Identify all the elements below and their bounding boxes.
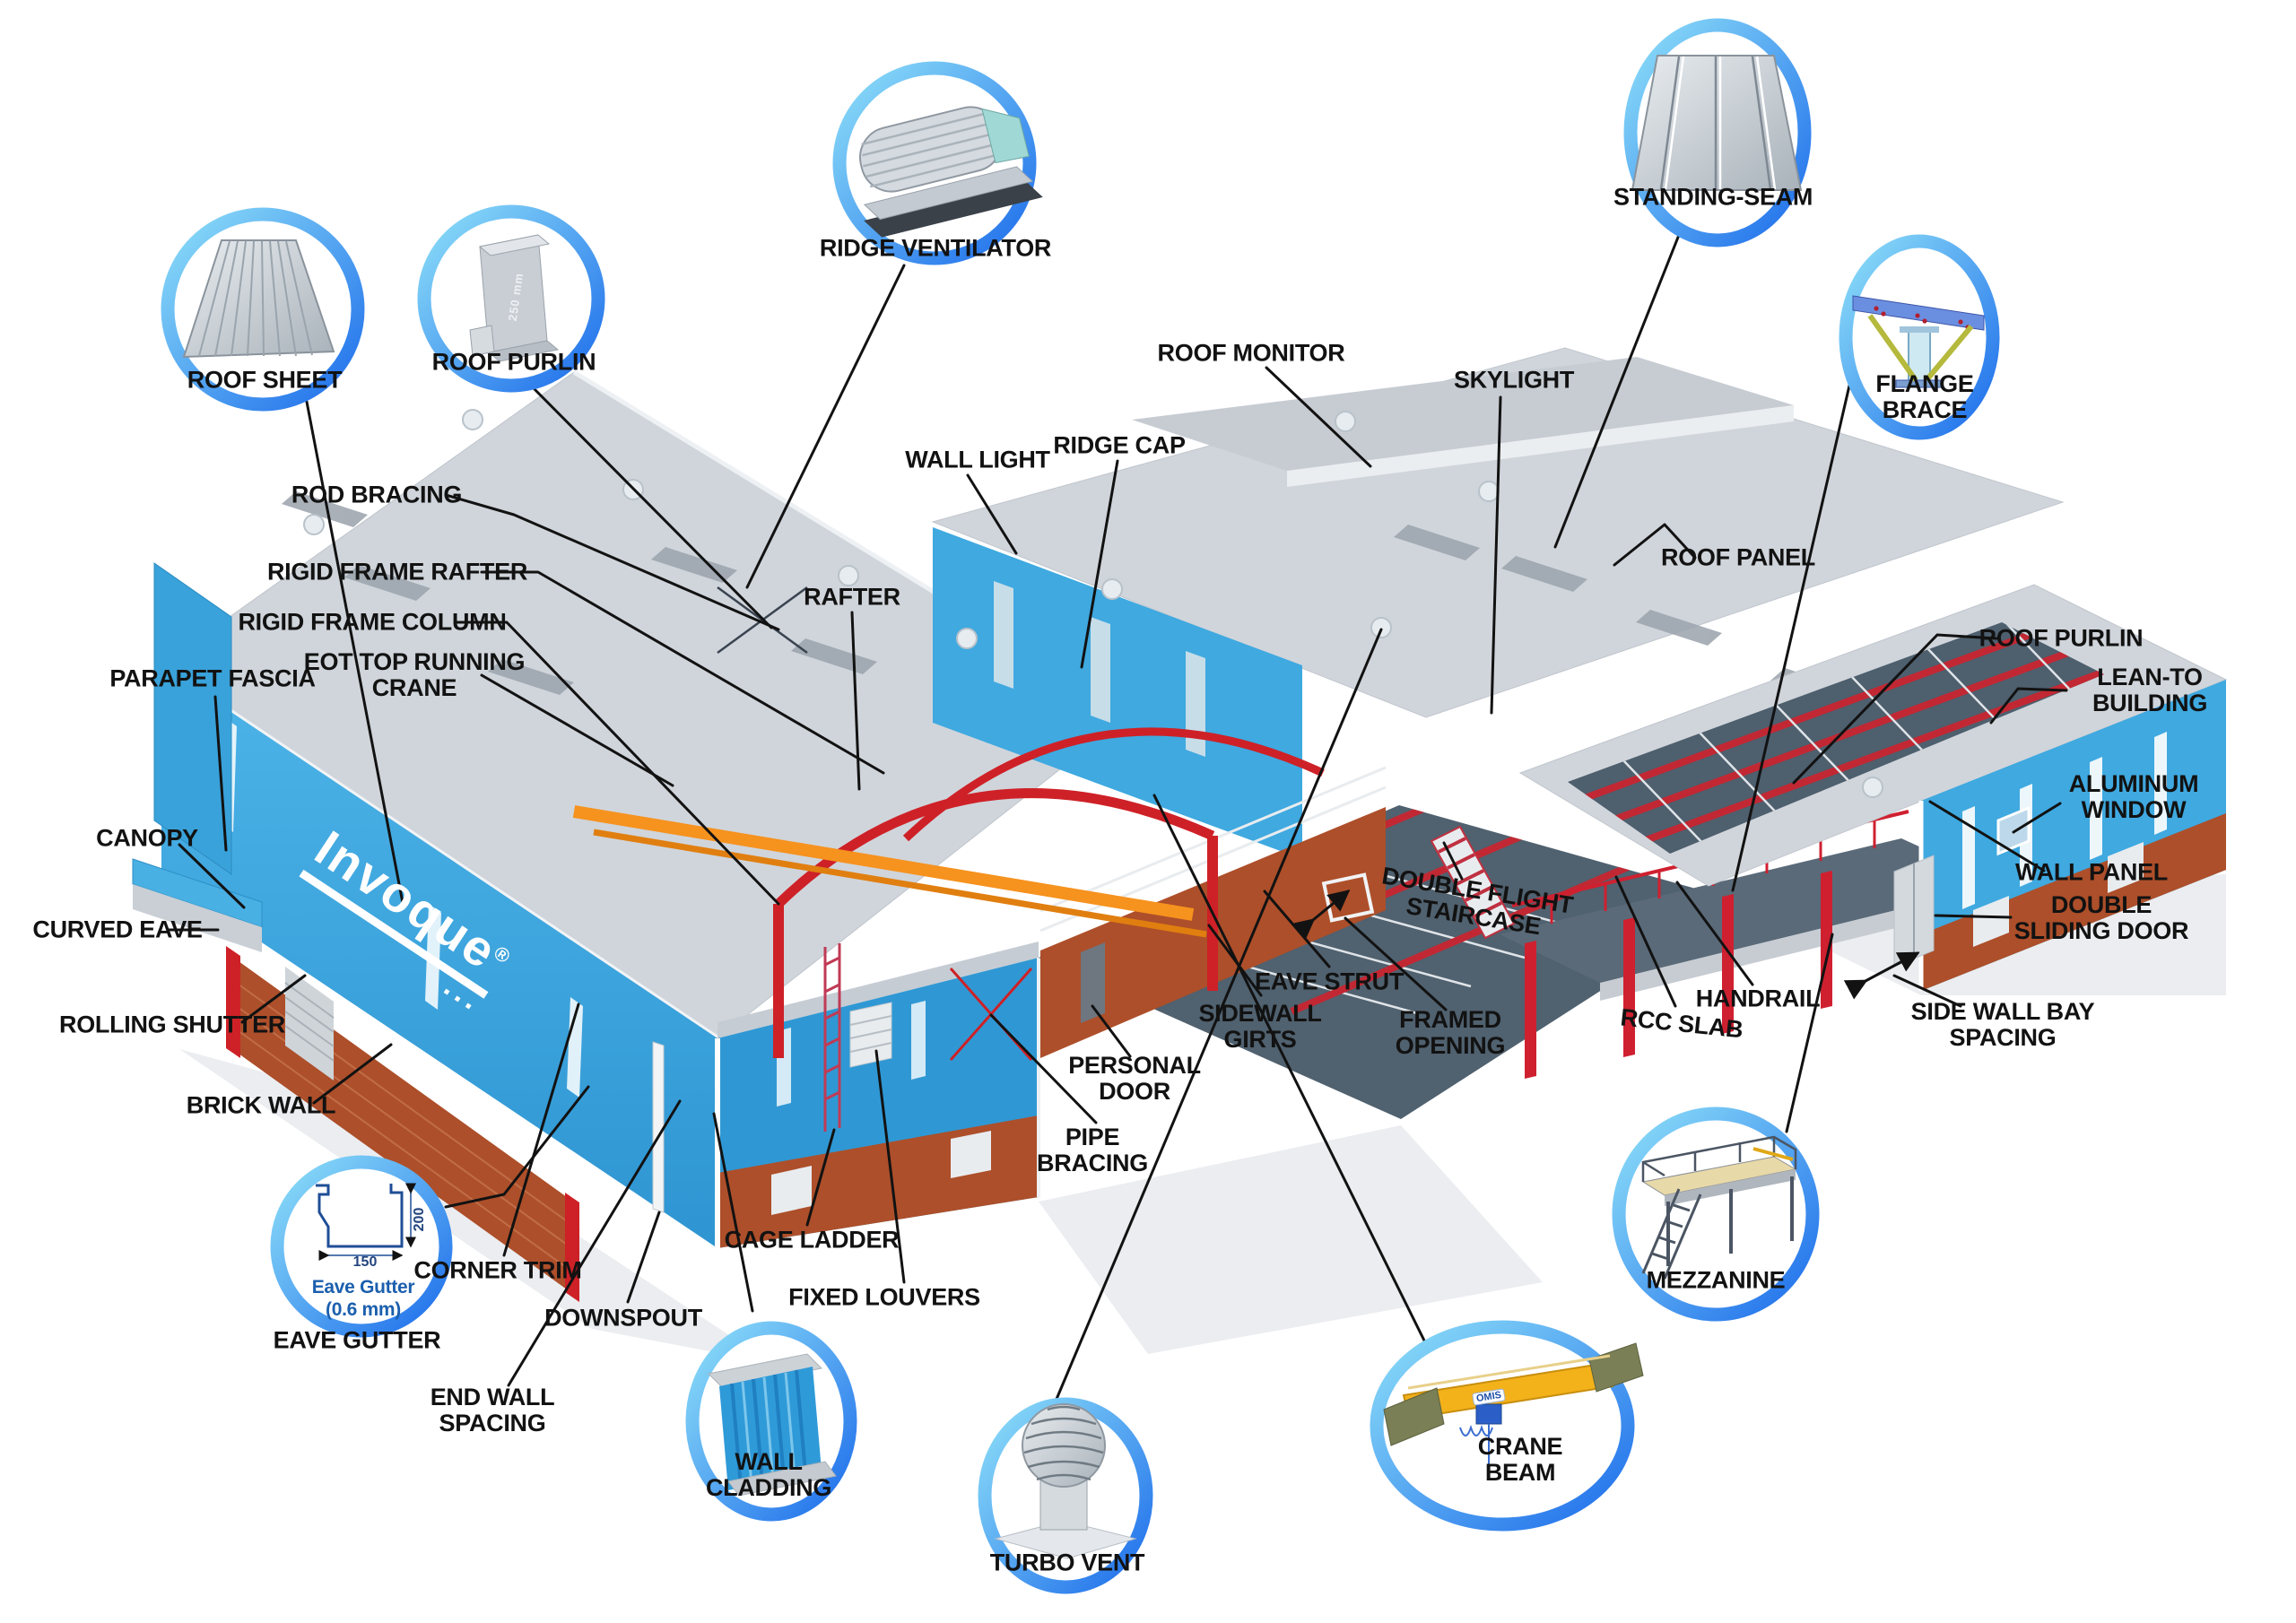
callout-rigid-frame-column: RIGID FRAME COLUMN (238, 608, 507, 636)
callout-canopy: CANOPY (96, 824, 198, 852)
inset-turbo-vent (978, 1397, 1153, 1594)
cage-ladder-graphic (823, 943, 841, 1132)
inset-standing-seam (1623, 18, 1812, 247)
callout-roof-purlin-right: ROOF PURLIN (1979, 624, 2144, 652)
callout-cage-ladder: CAGE LADDER (724, 1226, 900, 1254)
right-building (1430, 584, 2228, 1079)
roof-vents (303, 409, 1883, 798)
callout-roof-monitor: ROOF MONITOR (1157, 339, 1345, 367)
callout-fixed-louvers: FIXED LOUVERS (788, 1283, 980, 1311)
inset-label-turbo-vent: TURBO VENT (989, 1549, 1145, 1576)
callout-parapet-fascia: PARAPET FASCIA (109, 664, 316, 692)
callout-ridge-cap: RIDGE CAP (1053, 431, 1186, 459)
inset-roof-purlin (417, 204, 605, 393)
callout-rigid-frame-rafter: RIGID FRAME RAFTER (266, 558, 528, 586)
callout-handrail: HANDRAIL (1695, 985, 1821, 1012)
inset-roof-sheet (161, 207, 365, 412)
inset-flange-brace (1839, 234, 2000, 440)
leader-lines (167, 233, 2068, 1405)
inset-label-wall-cladding: WALL CLADDING (705, 1447, 832, 1501)
callout-eot-crane: EOT TOP RUNNING CRANE (303, 647, 526, 701)
inset-wall-cladding (685, 1321, 857, 1522)
callout-skylight: SKYLIGHT (1453, 366, 1575, 394)
callout-lean-to-building: LEAN-TO BUILDING (2092, 663, 2208, 716)
callout-end-wall-spacing: END WALL SPACING (430, 1383, 555, 1436)
inset-eave-gutter (270, 1155, 453, 1338)
callout-wall-panel: WALL PANEL (2015, 858, 2168, 886)
inset-label-roof-sheet: ROOF SHEET (187, 366, 343, 394)
callout-double-sliding-door: DOUBLE SLIDING DOOR (2013, 890, 2189, 944)
inset-mezzanine (1612, 1107, 1820, 1322)
inset-label-roof-purlin: ROOF PURLIN (431, 348, 596, 376)
callout-roof-panel: ROOF PANEL (1661, 543, 1815, 571)
inset-label-ridge-ventilator: RIDGE VENTILATOR (819, 234, 1052, 262)
callout-brick-wall: BRICK WALL (186, 1091, 336, 1119)
callout-aluminum-window: ALUMINUM WINDOW (2068, 769, 2199, 823)
inset-label-standing-seam: STANDING-SEAM (1613, 183, 1813, 211)
inset-label-mezzanine: MEZZANINE (1646, 1266, 1786, 1294)
inset-label-eave-gutter: EAVE GUTTER (273, 1326, 441, 1354)
callout-sidewall-girts: SIDEWALL GIRTS (1198, 999, 1322, 1053)
callout-corner-trim: CORNER TRIM (413, 1256, 582, 1284)
callout-side-wall-bay-spacing: SIDE WALL BAY SPACING (1910, 997, 2095, 1051)
callout-rafter: RAFTER (804, 583, 900, 611)
eave-gutter-width-dim: 150 (352, 1254, 378, 1270)
inset-label-flange-brace: FLANGE BRACE (1875, 369, 1974, 423)
callout-curved-eave: CURVED EAVE (32, 916, 203, 943)
callout-rolling-shutter: ROLLING SHUTTER (59, 1011, 285, 1038)
callout-eave-strut: EAVE STRUT (1254, 968, 1405, 995)
callout-wall-light: WALL LIGHT (905, 446, 1050, 473)
callout-personal-door: PERSONAL DOOR (1068, 1051, 1201, 1105)
eave-gutter-height-dim: 200 (412, 1207, 427, 1232)
callout-downspout: DOWNSPOUT (544, 1304, 702, 1332)
skylight-strips (282, 491, 877, 695)
callout-pipe-bracing: PIPE BRACING (1037, 1123, 1148, 1176)
left-building (132, 369, 1135, 1302)
callout-framed-opening: FRAMED OPENING (1395, 1005, 1506, 1059)
staircase-graphic (1430, 825, 1516, 940)
inset-label-crane-beam: CRANE BEAM (1477, 1432, 1563, 1486)
inset-crane-beam (1370, 1320, 1644, 1532)
callout-rod-bracing: ROD BRACING (291, 481, 463, 508)
inset-ridge-ventilator (832, 61, 1043, 265)
eave-gutter-caption: Eave Gutter (0.6 mm) (311, 1276, 415, 1320)
